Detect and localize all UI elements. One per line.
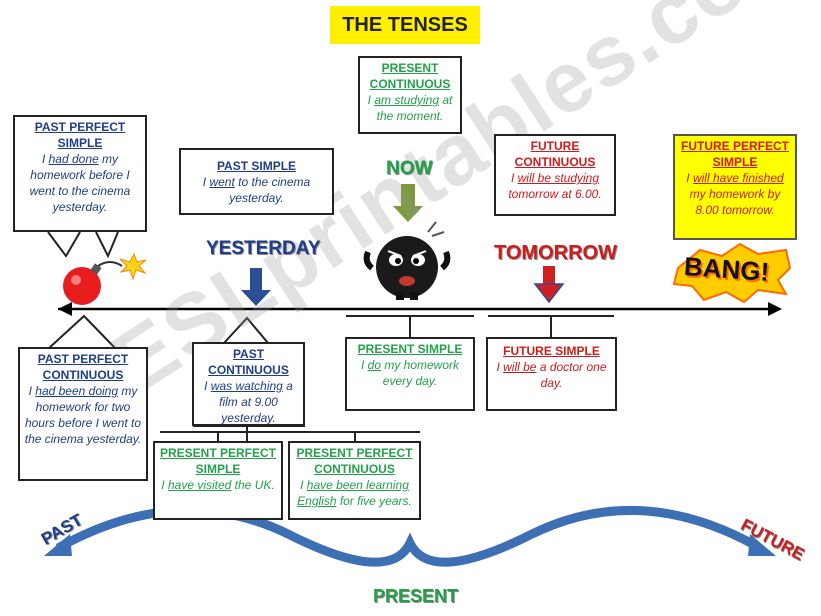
tense-example: I had been doing my homework for two hou…	[24, 384, 142, 446]
past-perfect-simple-box: PAST PERFECT SIMPLE I had done my homewo…	[13, 115, 147, 232]
tense-example: I will have finished my homework by 8.00…	[686, 171, 784, 217]
now-label: NOW	[386, 158, 433, 179]
yesterday-arrow	[241, 268, 271, 306]
tense-example: I have been learning English for five ye…	[297, 478, 412, 508]
tense-title: PRESENT SIMPLE	[357, 342, 463, 356]
tense-title: PRESENT PERFECT SIMPLE	[159, 446, 276, 476]
now-arrow	[393, 184, 423, 222]
tense-example: I have visited the UK.	[161, 478, 275, 492]
past-continuous-box: PAST CONTINUOUS I was watching a film at…	[192, 342, 305, 426]
tense-title: PRESENT CONTINUOUS	[369, 61, 451, 91]
tense-title: FUTURE SIMPLE	[503, 344, 600, 358]
angry-bomb-icon	[363, 221, 451, 300]
tense-example: I went to the cinema yesterday.	[202, 175, 311, 205]
tense-example: I am studying at the moment.	[367, 93, 453, 123]
callout-pointer	[47, 231, 81, 258]
future-simple-box: FUTURE SIMPLE I will be a doctor one day…	[486, 337, 617, 411]
callout-pointer	[47, 314, 117, 350]
tense-example: I will be a doctor one day.	[496, 360, 607, 390]
explosion-icon	[672, 242, 792, 304]
tense-title: PAST SIMPLE	[216, 159, 297, 173]
tense-example: I was watching a film at 9.00 yesterday.	[204, 379, 293, 425]
future-perfect-simple-box: FUTURE PERFECT SIMPLE I will have finish…	[673, 134, 797, 240]
page-title: THE TENSES	[330, 6, 480, 44]
yesterday-label: YESTERDAY	[206, 238, 321, 259]
tense-title: FUTURE CONTINUOUS	[514, 139, 596, 169]
past-simple-box: PAST SIMPLE I went to the cinema yesterd…	[179, 148, 334, 215]
tense-title: FUTURE PERFECT SIMPLE	[681, 139, 789, 169]
present-label: PRESENT	[373, 586, 459, 606]
tense-title: PAST PERFECT SIMPLE	[34, 120, 126, 150]
bang-label: BANG!	[683, 251, 771, 287]
tense-example: I will be studying tomorrow at 6.00.	[508, 171, 602, 201]
bomb-icon	[63, 252, 147, 305]
callout-pointer	[95, 231, 119, 259]
tense-title: PAST PERFECT CONTINUOUS	[37, 352, 129, 382]
tense-example: I had done my homework before I went to …	[29, 152, 131, 214]
page-title-text: THE TENSES	[342, 14, 468, 36]
tomorrow-arrow	[533, 266, 565, 304]
past-perfect-continuous-box: PAST PERFECT CONTINUOUS I had been doing…	[18, 347, 148, 481]
present-perfect-continuous-box: PRESENT PERFECT CONTINUOUS I have been l…	[288, 441, 421, 520]
callout-pointer	[223, 316, 269, 344]
tense-example: I do my homework every day.	[360, 358, 460, 388]
present-continuous-box: PRESENT CONTINUOUS I am studying at the …	[358, 56, 462, 134]
present-perfect-simple-box: PRESENT PERFECT SIMPLE I have visited th…	[153, 441, 283, 520]
bracket	[160, 315, 614, 442]
present-simple-box: PRESENT SIMPLE I do my homework every da…	[345, 337, 475, 411]
tomorrow-label: TOMORROW	[494, 242, 617, 264]
future-continuous-box: FUTURE CONTINUOUS I will be studying tom…	[494, 134, 616, 216]
time-line	[58, 302, 782, 316]
tense-title: PAST CONTINUOUS	[208, 347, 289, 377]
tense-title: PRESENT PERFECT CONTINUOUS	[296, 446, 413, 476]
